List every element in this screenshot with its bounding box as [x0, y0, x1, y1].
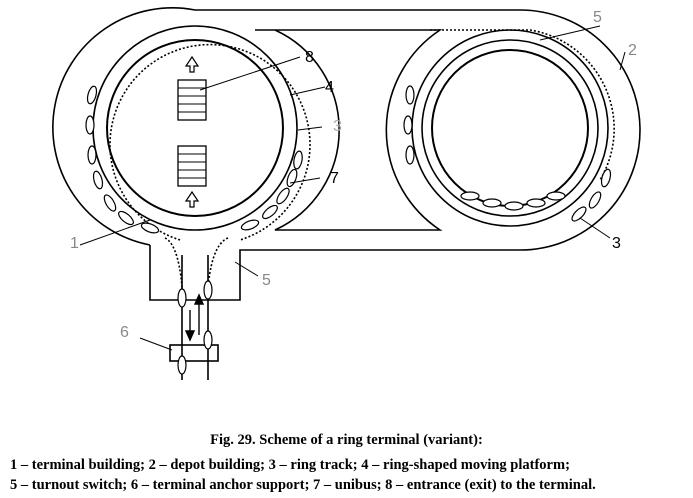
- caption-title: Fig. 29. Scheme of a ring terminal (vari…: [210, 432, 483, 448]
- ring-platform-right-inner: [431, 49, 589, 207]
- leader-lines: [79, 25, 626, 351]
- label-7: 7: [330, 170, 339, 187]
- label-3-lower: 3: [612, 235, 621, 252]
- unibus-cars-stem: [177, 280, 213, 375]
- ring-platform-right-mid: [421, 39, 599, 217]
- label-1: 1: [70, 235, 79, 252]
- label-8: 8: [305, 49, 314, 66]
- figure-caption: Fig. 29. Scheme of a ring terminal (vari…: [0, 432, 693, 495]
- depot-building: [255, 29, 443, 231]
- caption-line-1: 1 – terminal building; 2 – depot buildin…: [10, 457, 570, 473]
- entrance-arrow-icons: [184, 55, 200, 208]
- ring-terminal-diagram: 1 5 2 8 4 3 7 3 5 6: [52, 7, 641, 380]
- unibus-cars-right: [403, 85, 612, 222]
- flow-arrows: [184, 293, 205, 342]
- label-2: 2: [628, 42, 637, 59]
- label-5-top: 5: [593, 9, 602, 26]
- label-6: 6: [120, 324, 129, 341]
- anchor-support: [169, 344, 219, 362]
- caption-line-2: 5 – turnout switch; 6 – terminal anchor …: [10, 477, 596, 493]
- label-5-bottom: 5: [262, 272, 271, 289]
- ring-platform-right-outer: [411, 29, 609, 227]
- terminal-building-outline: [52, 7, 641, 301]
- label-3-upper: 3: [333, 118, 342, 135]
- turnout-switch-right: [206, 237, 229, 301]
- unibus-cars-left: [85, 85, 303, 234]
- depot-dotted-line: [430, 29, 615, 181]
- left-ring-track: [109, 43, 311, 241]
- label-4: 4: [325, 79, 334, 96]
- ring-platform-left-inner: [106, 39, 284, 217]
- entrance-blocks: [177, 79, 207, 187]
